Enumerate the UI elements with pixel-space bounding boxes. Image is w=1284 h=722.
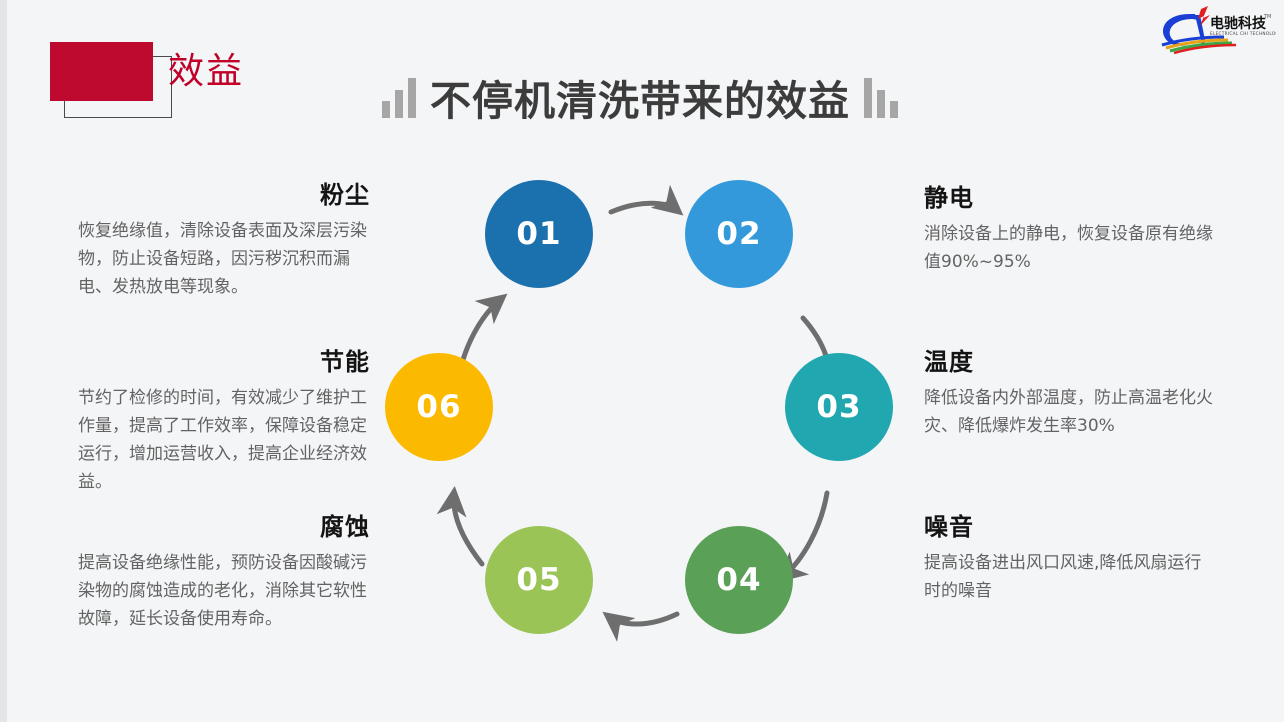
cycle-node-01[interactable]: 01 [485, 180, 593, 288]
info-block-static: 静电 消除设备上的静电，恢复设备原有绝缘值90%~95% [924, 183, 1216, 276]
info-block-corrosion-body: 提高设备绝缘性能，预防设备因酸碱污染物的腐蚀造成的老化，消除其它软性故障，延长设… [78, 553, 367, 629]
section-badge [50, 42, 180, 120]
cycle-diagram: 01 02 03 04 05 06 [378, 168, 908, 668]
info-block-dust-body: 恢复绝缘值，清除设备表面及深层污染物，防止设备短路，因污秽沉积而漏电、发热放电等… [78, 221, 367, 297]
arrow-01-to-02 [608, 184, 684, 216]
info-block-dust: 粉尘 恢复绝缘值，清除设备表面及深层污染物，防止设备短路，因污秽沉积而漏电、发热… [78, 180, 370, 301]
info-block-energy-body: 节约了检修的时间，有效减少了维护工作量，提高了工作效率，保障设备稳定运行，增加运… [78, 388, 367, 492]
company-logo: 电驰科技 ELECTRICAL CHI TECHNOLOGY TM [1154, 4, 1281, 56]
info-block-corrosion-heading: 腐蚀 [320, 513, 370, 541]
info-block-energy: 节能 节约了检修的时间，有效减少了维护工作量，提高了工作效率，保障设备稳定运行，… [78, 347, 370, 496]
cycle-node-02[interactable]: 02 [685, 180, 793, 288]
logo-en-text: ELECTRICAL CHI TECHNOLOGY [1210, 31, 1276, 36]
cycle-node-05[interactable]: 05 [485, 526, 593, 634]
cycle-node-03[interactable]: 03 [785, 353, 893, 461]
arrow-04-to-05 [602, 611, 680, 642]
info-block-corrosion: 腐蚀 提高设备绝缘性能，预防设备因酸碱污染物的腐蚀造成的老化，消除其它软性故障，… [78, 512, 370, 633]
info-block-temperature: 温度 降低设备内外部温度，防止高温老化火灾、降低爆炸发生率30% [924, 347, 1216, 440]
arrow-05-to-06 [436, 486, 485, 567]
title-row: 不停机清洗带来的效益 [340, 66, 940, 128]
cycle-node-06[interactable]: 06 [385, 353, 493, 461]
info-block-noise-heading: 噪音 [924, 513, 974, 541]
bar-chart-descending-icon [864, 76, 898, 118]
logo-tm-text: TM [1263, 14, 1271, 20]
cycle-node-04[interactable]: 04 [685, 526, 793, 634]
left-edge-strip [0, 0, 7, 722]
info-block-noise: 噪音 提高设备进出风口风速,降低风扇运行时的噪音 [924, 512, 1216, 605]
bar-chart-ascending-icon [382, 76, 416, 118]
info-block-temperature-heading: 温度 [924, 348, 974, 376]
info-block-energy-heading: 节能 [320, 348, 370, 376]
logo-cn-text: 电驰科技 [1210, 15, 1267, 32]
info-block-temperature-body: 降低设备内外部温度，防止高温老化火灾、降低爆炸发生率30% [924, 388, 1213, 436]
page-title: 不停机清洗带来的效益 [430, 77, 850, 125]
info-block-static-body: 消除设备上的静电，恢复设备原有绝缘值90%~95% [924, 224, 1213, 272]
badge-red-square [50, 42, 153, 101]
info-block-noise-body: 提高设备进出风口风速,降低风扇运行时的噪音 [924, 553, 1202, 601]
info-block-static-heading: 静电 [924, 184, 974, 212]
section-badge-label: 效益 [168, 51, 245, 92]
info-block-dust-heading: 粉尘 [320, 181, 370, 209]
